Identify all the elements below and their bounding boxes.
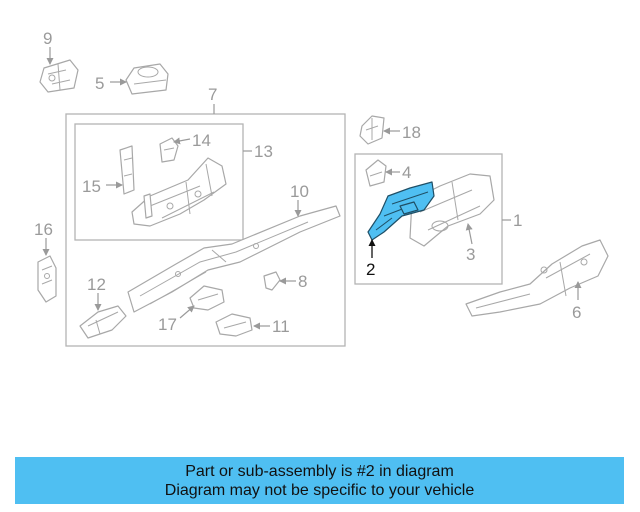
callout-18: 18	[402, 123, 421, 142]
leader-14	[173, 137, 191, 145]
group-13-frame	[74, 123, 244, 241]
part-16-plate[interactable]	[37, 255, 57, 303]
part-5-mount[interactable]	[125, 63, 169, 95]
part-9-bracket[interactable]	[39, 59, 79, 93]
callout-11: 11	[272, 317, 290, 336]
callout-14: 14	[192, 131, 211, 150]
leader-17	[179, 305, 195, 319]
callout-15: 15	[82, 177, 101, 196]
group-1-frame	[354, 153, 503, 285]
part-10-frame-rail[interactable]	[127, 205, 341, 313]
part-2-highlighted[interactable]	[367, 181, 435, 241]
callout-9: 9	[43, 29, 52, 48]
banner-line-2: Diagram may not be specific to your vehi…	[164, 481, 475, 499]
info-banner: Part or sub-assembly is #2 in diagram Di…	[15, 457, 624, 504]
part-18-bracket[interactable]	[359, 115, 385, 145]
callout-16: 16	[34, 220, 53, 239]
banner-line-1: Part or sub-assembly is #2 in diagram	[185, 462, 454, 480]
callout-6: 6	[572, 303, 581, 322]
group-7-frame	[65, 113, 346, 347]
callout-13: 13	[254, 142, 273, 161]
leader-3	[465, 223, 473, 245]
part-6-crossmember[interactable]	[465, 239, 609, 317]
part-12-bracket[interactable]	[79, 305, 127, 339]
part-17-bracket[interactable]	[189, 285, 225, 311]
callout-5: 5	[95, 74, 104, 93]
callout-4: 4	[402, 163, 411, 182]
callout-3: 3	[466, 245, 475, 264]
part-8-clip[interactable]	[263, 271, 281, 291]
part-15-bracket[interactable]	[119, 145, 135, 195]
callout-17: 17	[158, 315, 177, 334]
callout-12: 12	[87, 275, 106, 294]
part-4-bracket[interactable]	[365, 159, 387, 187]
part-13-subframe[interactable]	[131, 157, 227, 227]
callout-2: 2	[366, 260, 375, 279]
callout-1: 1	[513, 211, 522, 230]
part-11-bracket[interactable]	[215, 313, 253, 337]
callout-7: 7	[208, 85, 217, 104]
callout-10: 10	[290, 182, 309, 201]
callout-8: 8	[298, 272, 307, 291]
